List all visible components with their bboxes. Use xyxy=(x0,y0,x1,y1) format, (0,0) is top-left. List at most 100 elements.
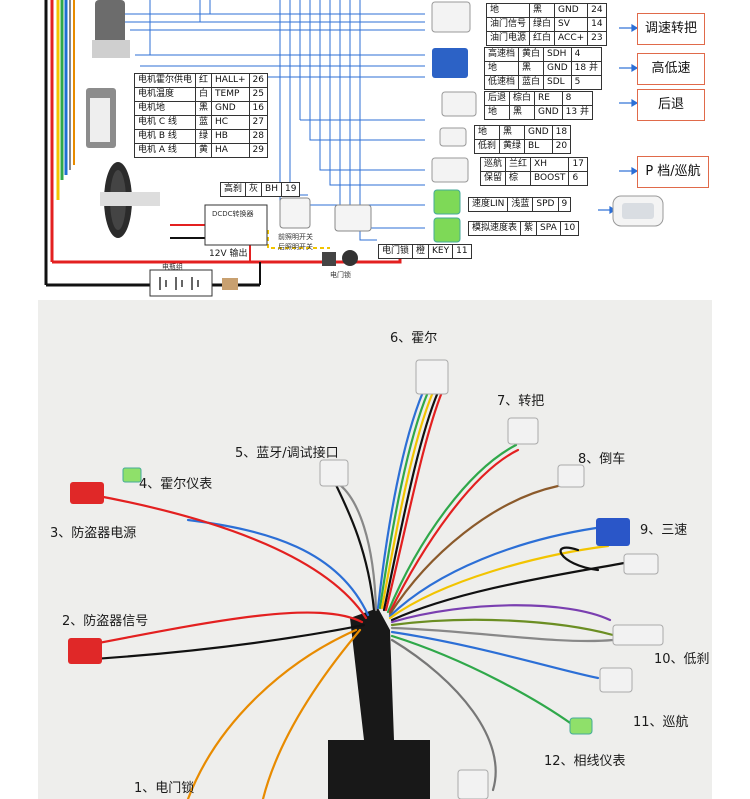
label-throttle: 7、转把 xyxy=(497,394,545,409)
cell-name: 低刹 xyxy=(473,139,501,154)
hall-meter-connector xyxy=(122,467,142,483)
cell-signal: XH xyxy=(530,157,570,172)
cell-color: 绿 xyxy=(195,129,213,144)
phase-meter-connector xyxy=(569,717,593,735)
cell-signal: SDL xyxy=(543,75,572,90)
extra-connector xyxy=(623,553,659,575)
cell-pin: 27 xyxy=(248,115,268,130)
label-phase-meter: 12、相线仪表 xyxy=(544,754,626,769)
key-lock-connector xyxy=(457,769,489,799)
cell-signal: ACC+ xyxy=(554,31,589,46)
cell-color: 兰红 xyxy=(505,157,532,172)
cell-color: 蓝 xyxy=(195,115,213,130)
cell-signal: SV xyxy=(554,17,589,32)
category-reverse: 后退 xyxy=(637,89,705,121)
label-hall: 6、霍尔 xyxy=(390,331,438,346)
cell-color: 灰 xyxy=(245,182,263,197)
cell-name: 地 xyxy=(473,125,501,140)
hall-connector xyxy=(415,359,449,395)
cell-color: 白 xyxy=(195,87,213,102)
controller-body xyxy=(95,0,125,50)
cell-signal: SPD xyxy=(532,197,559,212)
label-three-speed: 9、三速 xyxy=(640,523,688,538)
cell-signal: HC xyxy=(211,115,250,130)
cell-pin: 4 xyxy=(570,47,603,62)
cell-color: 红白 xyxy=(529,31,556,46)
cell-color: 绿白 xyxy=(529,17,556,32)
cell-pin: 6 xyxy=(568,171,588,186)
cell-signal: GND xyxy=(554,3,589,18)
throttle-connector xyxy=(507,417,539,445)
battery-label: 电瓶组 xyxy=(162,263,183,271)
cell-pin: 23 xyxy=(587,31,607,46)
cell-pin: 16 xyxy=(248,101,268,116)
cell-pin: 17 xyxy=(568,157,588,172)
cell-color: 黑 xyxy=(499,125,526,140)
output-12v-label: 12V 输出 xyxy=(209,249,248,259)
cell-name: 电机 A 线 xyxy=(133,143,197,158)
cell-color: 红 xyxy=(195,73,213,88)
cell-signal: GND xyxy=(534,105,563,120)
label-low-brake: 10、低刹 xyxy=(654,652,710,667)
harness-trunk xyxy=(328,608,430,799)
cell-signal: KEY xyxy=(428,244,454,259)
cell-name: 地 xyxy=(485,3,531,18)
cell-signal: TEMP xyxy=(211,87,250,102)
label-reverse: 8、倒车 xyxy=(578,452,626,467)
cell-pin: 18 并 xyxy=(570,61,603,76)
cell-name: 巡航 xyxy=(479,157,507,172)
cell-name: 地 xyxy=(483,61,520,76)
cell-name: 高刹 xyxy=(219,182,247,197)
category-throttle: 调速转把 xyxy=(637,13,705,45)
cell-name: 后退 xyxy=(483,91,511,106)
cell-color: 黄白 xyxy=(518,47,545,62)
cell-pin: 10 xyxy=(559,221,580,236)
cell-name: 电机 B 线 xyxy=(133,129,197,144)
cell-signal: GND xyxy=(524,125,553,140)
cell-color: 紫 xyxy=(520,221,538,236)
dcdc-label: DCDC转换器 xyxy=(212,210,254,218)
switch-b-label: 后照明开关 xyxy=(278,243,313,251)
keylock-label: 电门锁 xyxy=(330,271,351,279)
cell-signal: GND xyxy=(211,101,250,116)
cruise-connector xyxy=(599,667,633,693)
cell-pin: 13 并 xyxy=(561,105,594,120)
label-key-lock: 1、电门锁 xyxy=(134,781,195,796)
switch-a-label: 前照明开关 xyxy=(278,233,313,241)
label-cruise: 11、巡航 xyxy=(633,715,689,730)
cell-color: 橙 xyxy=(412,244,430,259)
cell-color: 黑 xyxy=(195,101,213,116)
cell-pin: 26 xyxy=(248,73,268,88)
cell-pin: 9 xyxy=(557,197,572,212)
cell-name: 油门电源 xyxy=(485,31,531,46)
low-brake-connector xyxy=(612,624,664,646)
bluetooth-connector xyxy=(319,459,349,487)
harness-photo: 6、霍尔 7、转把 5、蓝牙/调试接口 8、倒车 4、霍尔仪表 3、防盗器电源 … xyxy=(38,300,712,799)
cell-name: 油门信号 xyxy=(485,17,531,32)
cell-name: 电机地 xyxy=(133,101,197,116)
alarm-signal-connector xyxy=(68,638,102,664)
cell-signal: BH xyxy=(261,182,282,197)
cell-name: 电机 C 线 xyxy=(133,115,197,130)
cell-name: 速度LIN xyxy=(467,197,509,212)
